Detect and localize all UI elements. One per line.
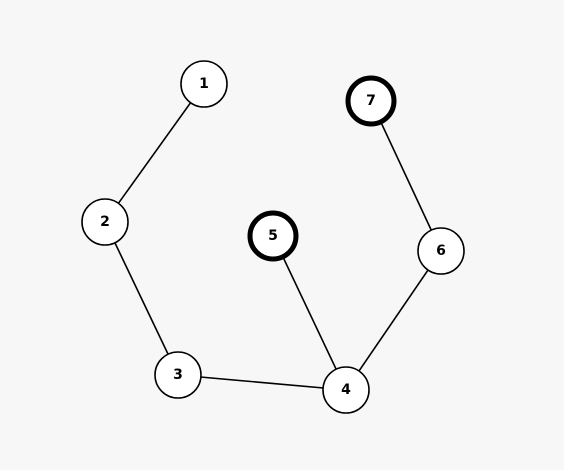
- node-label-1: 1: [199, 76, 209, 92]
- node-label-5: 5: [268, 228, 278, 244]
- node-label-7: 7: [366, 93, 376, 109]
- edge-4-5: [272, 235, 347, 391]
- node-circle-2: [81, 198, 129, 246]
- node-label-4: 4: [341, 382, 351, 398]
- node-5: 5: [247, 210, 299, 262]
- node-label-2: 2: [100, 214, 110, 230]
- node-6: 6: [417, 227, 465, 275]
- node-label-6: 6: [436, 243, 446, 259]
- edges-layer: [104, 83, 442, 391]
- node-circle-5: [247, 210, 299, 262]
- edge-3-4: [177, 374, 347, 391]
- node-label-3: 3: [173, 367, 183, 383]
- node-circle-1: [180, 60, 228, 108]
- edge-6-7: [370, 100, 442, 252]
- node-3: 3: [154, 351, 202, 399]
- node-circle-6: [417, 227, 465, 275]
- node-1: 1: [180, 60, 228, 108]
- edge-4-6: [345, 250, 442, 391]
- node-circle-7: [345, 75, 397, 127]
- node-2: 2: [81, 198, 129, 246]
- node-7: 7: [345, 75, 397, 127]
- edge-1-2: [104, 83, 205, 223]
- nodes-layer: 1 2 3 4 5 6 7: [81, 60, 465, 414]
- node-circle-4: [322, 366, 370, 414]
- edge-2-3: [104, 221, 179, 376]
- node-4: 4: [322, 366, 370, 414]
- node-circle-3: [154, 351, 202, 399]
